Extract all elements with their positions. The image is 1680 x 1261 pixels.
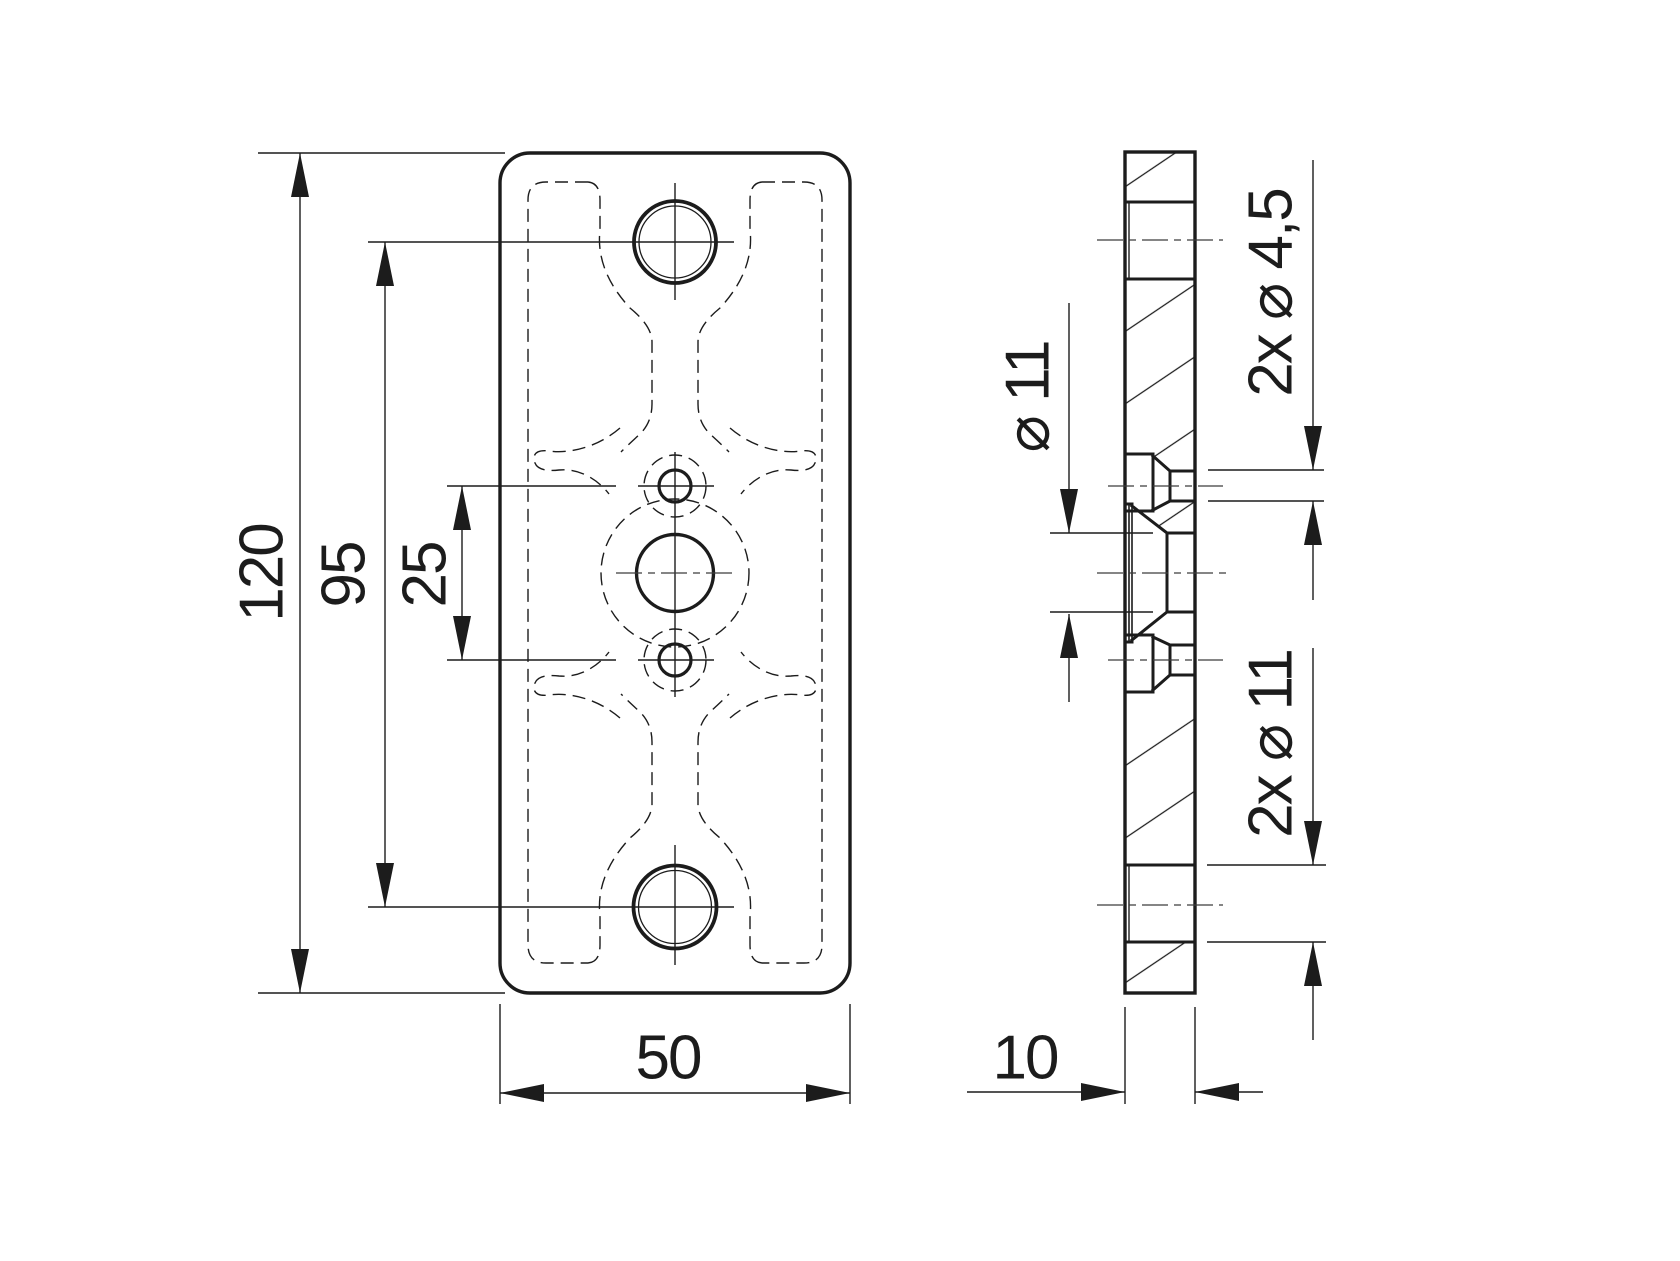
dim-through-holes-label: 2x ⌀ 11 (1237, 650, 1306, 838)
arrowhead (1304, 426, 1322, 470)
dim-height-label: 120 (228, 524, 297, 622)
dim-thickness: 10 (967, 1007, 1263, 1104)
arrowhead (1060, 489, 1078, 533)
dim-through-holes: 2x ⌀ 11 (1207, 648, 1326, 1040)
arrowhead (1081, 1083, 1125, 1101)
dim-height: 120 (228, 152, 505, 994)
dim-thickness-label: 10 (993, 1024, 1058, 1093)
arrowhead (453, 486, 471, 530)
dim-countersunk-label: 2x ⌀ 4,5 (1237, 189, 1306, 396)
arrowhead (1304, 942, 1322, 986)
front-centerlines (616, 183, 736, 965)
front-view: 120 95 25 50 (228, 151, 852, 1104)
arrowhead (1304, 821, 1322, 865)
section-through-hole-bottom (1123, 863, 1197, 944)
dim-counterbore: ⌀ 11 (994, 303, 1153, 702)
side-section-view: ⌀ 11 2x ⌀ 4,5 2x ⌀ 11 (967, 150, 1326, 1104)
dim-width-label: 50 (636, 1024, 701, 1093)
plate-outline (498, 151, 852, 995)
arrowhead (291, 153, 309, 197)
arrowhead (376, 863, 394, 907)
arrowhead (1304, 501, 1322, 545)
dim-inner-pitch-label: 25 (391, 543, 460, 608)
arrowhead (1195, 1083, 1239, 1101)
section-hatching (1125, 152, 1195, 993)
dim-counterbore-label: ⌀ 11 (994, 342, 1063, 453)
dim-hole-pitch: 95 (310, 241, 734, 908)
arrowhead (500, 1084, 544, 1102)
arrowhead (806, 1084, 850, 1102)
dim-width: 50 (499, 1004, 851, 1104)
arrowhead (376, 242, 394, 286)
section-countersink-top (1123, 452, 1197, 513)
dim-hole-pitch-label: 95 (310, 543, 379, 608)
dim-countersunk-holes: 2x ⌀ 4,5 (1208, 160, 1324, 600)
section-countersink-bottom (1123, 633, 1197, 694)
dim-inner-pitch: 25 (391, 485, 616, 661)
arrowhead (453, 616, 471, 660)
arrowhead (1060, 614, 1078, 658)
section-centerlines (1097, 239, 1232, 906)
profile-hidden-contour (527, 181, 823, 964)
arrowhead (291, 949, 309, 993)
